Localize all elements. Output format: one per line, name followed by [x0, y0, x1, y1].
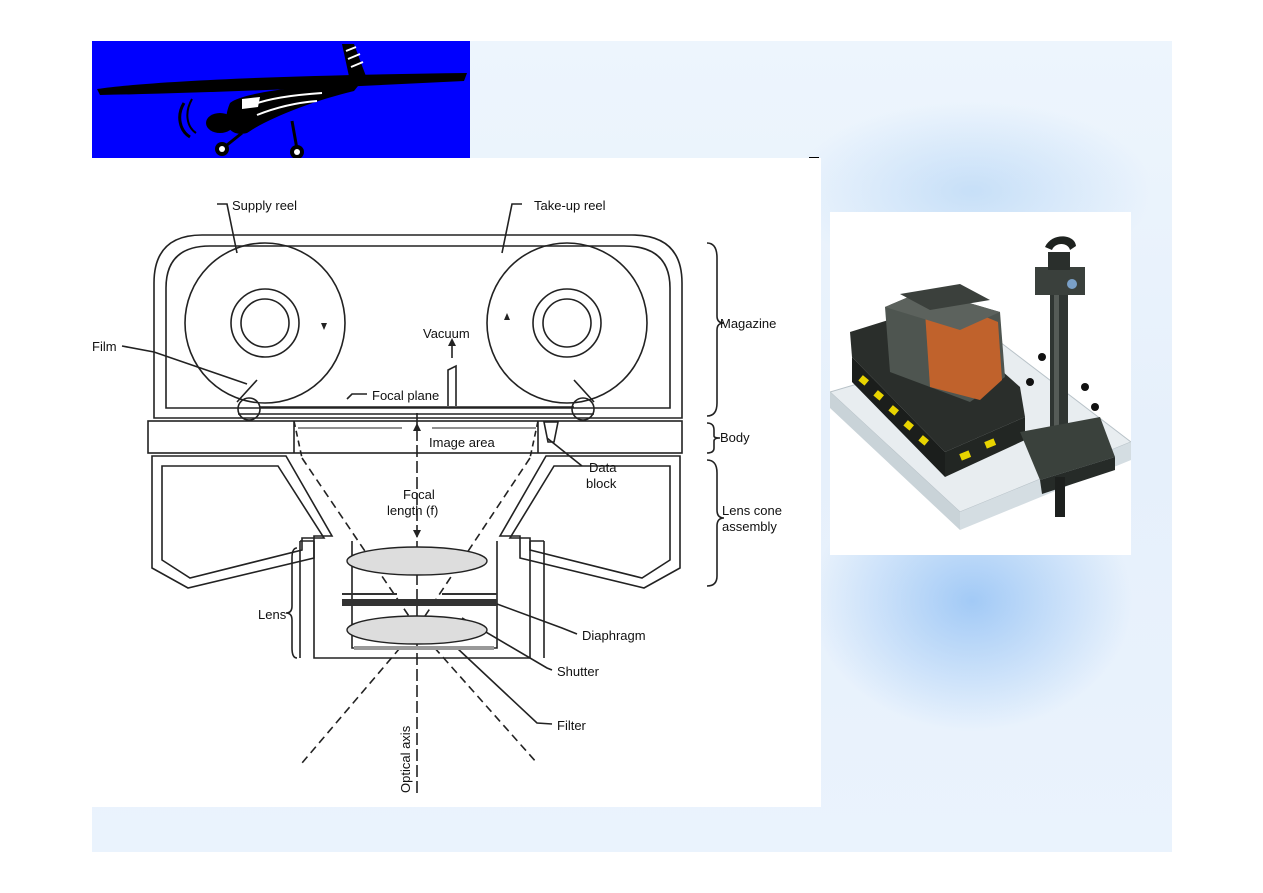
- label-diaphragm: Diaphragm: [582, 628, 646, 643]
- label-focal-length-2: length (f): [387, 503, 438, 518]
- label-film: Film: [92, 339, 117, 354]
- aerial-camera-photo: [830, 212, 1131, 555]
- label-supply-reel: Supply reel: [232, 198, 297, 213]
- airplane-icon: [97, 44, 467, 158]
- airplane-logo: [92, 41, 470, 158]
- aerial-camera-diagram: Supply reel Take-up reel Magazine Film V…: [92, 158, 821, 807]
- label-lens-cone-2: assembly: [722, 519, 777, 534]
- camera-diagram-svg: Supply reel Take-up reel Magazine Film V…: [92, 198, 782, 793]
- camera-photo-svg: [830, 236, 1131, 530]
- label-magazine: Magazine: [720, 316, 776, 331]
- label-focal-plane: Focal plane: [372, 388, 439, 403]
- label-image-area: Image area: [429, 435, 496, 450]
- label-lens: Lens: [258, 607, 287, 622]
- label-vacuum: Vacuum: [423, 326, 470, 341]
- label-data-block-2: block: [586, 476, 617, 491]
- label-data-block-1: Data: [589, 460, 617, 475]
- label-body: Body: [720, 430, 750, 445]
- label-lens-cone-1: Lens cone: [722, 503, 782, 518]
- slide-tick-mark: [809, 157, 819, 158]
- label-optical-axis: Optical axis: [398, 725, 413, 793]
- label-filter: Filter: [557, 718, 587, 733]
- label-focal-length-1: Focal: [403, 487, 435, 502]
- label-shutter: Shutter: [557, 664, 600, 679]
- label-takeup-reel: Take-up reel: [534, 198, 606, 213]
